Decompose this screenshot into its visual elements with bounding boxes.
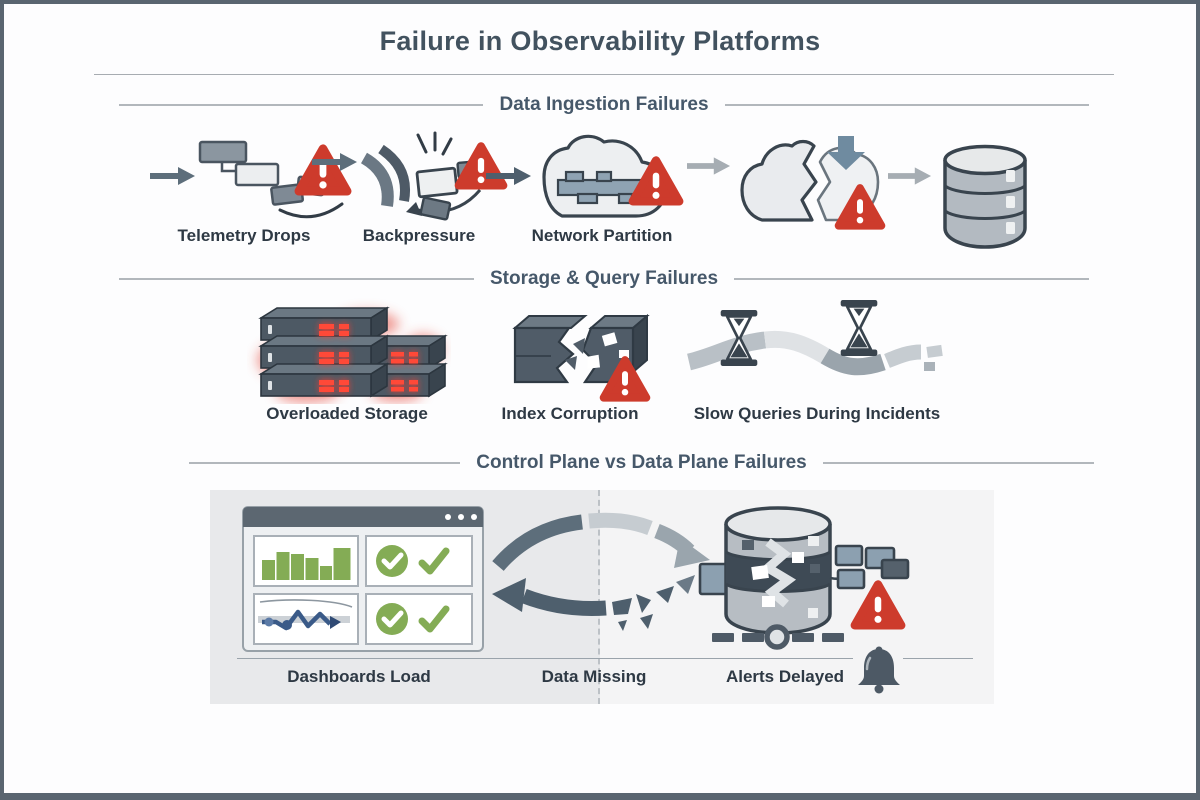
header-line-right bbox=[734, 278, 1090, 280]
header-line-left bbox=[119, 278, 474, 280]
dashed-link bbox=[712, 633, 844, 642]
warning-triangle-icon bbox=[855, 585, 901, 626]
line-chart-icon bbox=[258, 599, 353, 631]
section-title: Data Ingestion Failures bbox=[499, 94, 709, 115]
panel-baseline bbox=[903, 658, 973, 659]
slow-queries-icon bbox=[687, 300, 943, 376]
sync-cycle-arrows-icon bbox=[492, 512, 710, 631]
label-alerts-delayed: Alerts Delayed bbox=[725, 667, 845, 686]
section-header-ingestion: Data Ingestion Failures bbox=[119, 94, 1090, 116]
arrow-right-icon bbox=[486, 166, 532, 186]
broken-database-icon bbox=[698, 506, 910, 650]
section-header-planes: Control Plane vs Data Plane Failures bbox=[189, 452, 1094, 474]
section-title: Storage & Query Failures bbox=[489, 268, 719, 289]
panel-baseline bbox=[237, 658, 853, 659]
label-slow-queries: Slow Queries During Incidents bbox=[693, 404, 941, 423]
bell-icon bbox=[858, 646, 900, 694]
index-corruption-icon bbox=[512, 313, 651, 404]
label-index-corruption: Index Corruption bbox=[501, 404, 639, 423]
label-backpressure: Backpressure bbox=[362, 226, 476, 245]
network-partition-icon bbox=[542, 134, 684, 218]
arrow-right-icon bbox=[687, 156, 731, 176]
header-line-left bbox=[119, 104, 484, 106]
overloaded-storage-icon bbox=[257, 306, 448, 403]
bar-chart-icon bbox=[262, 548, 351, 580]
header-line-right bbox=[724, 104, 1090, 106]
plane-divider bbox=[598, 490, 600, 704]
section-header-storage: Storage & Query Failures bbox=[119, 268, 1090, 290]
label-overloaded-storage: Overloaded Storage bbox=[266, 404, 428, 423]
label-dashboards-load: Dashboards Load bbox=[287, 667, 431, 686]
shattered-path bbox=[612, 586, 674, 631]
hourglass-icon bbox=[839, 300, 879, 356]
page-title: Failure in Observability Platforms bbox=[379, 26, 821, 56]
title-divider bbox=[94, 74, 1114, 75]
down-arrow-icon bbox=[827, 136, 865, 170]
split-cloud-icon bbox=[740, 136, 890, 238]
arrow-right-icon bbox=[312, 152, 358, 172]
section-title: Control Plane vs Data Plane Failures bbox=[476, 452, 807, 473]
label-network-partition: Network Partition bbox=[531, 226, 673, 245]
backpressure-icon bbox=[360, 131, 508, 221]
label-data-missing: Data Missing bbox=[541, 667, 647, 686]
arrow-right-icon bbox=[888, 166, 932, 186]
header-line-left bbox=[189, 462, 461, 464]
label-telemetry-drops: Telemetry Drops bbox=[177, 226, 311, 245]
browser-window-icon bbox=[242, 506, 484, 652]
telemetry-drops-icon bbox=[198, 140, 354, 219]
database-cylinder-icon bbox=[943, 144, 1027, 249]
header-line-right bbox=[822, 462, 1094, 464]
